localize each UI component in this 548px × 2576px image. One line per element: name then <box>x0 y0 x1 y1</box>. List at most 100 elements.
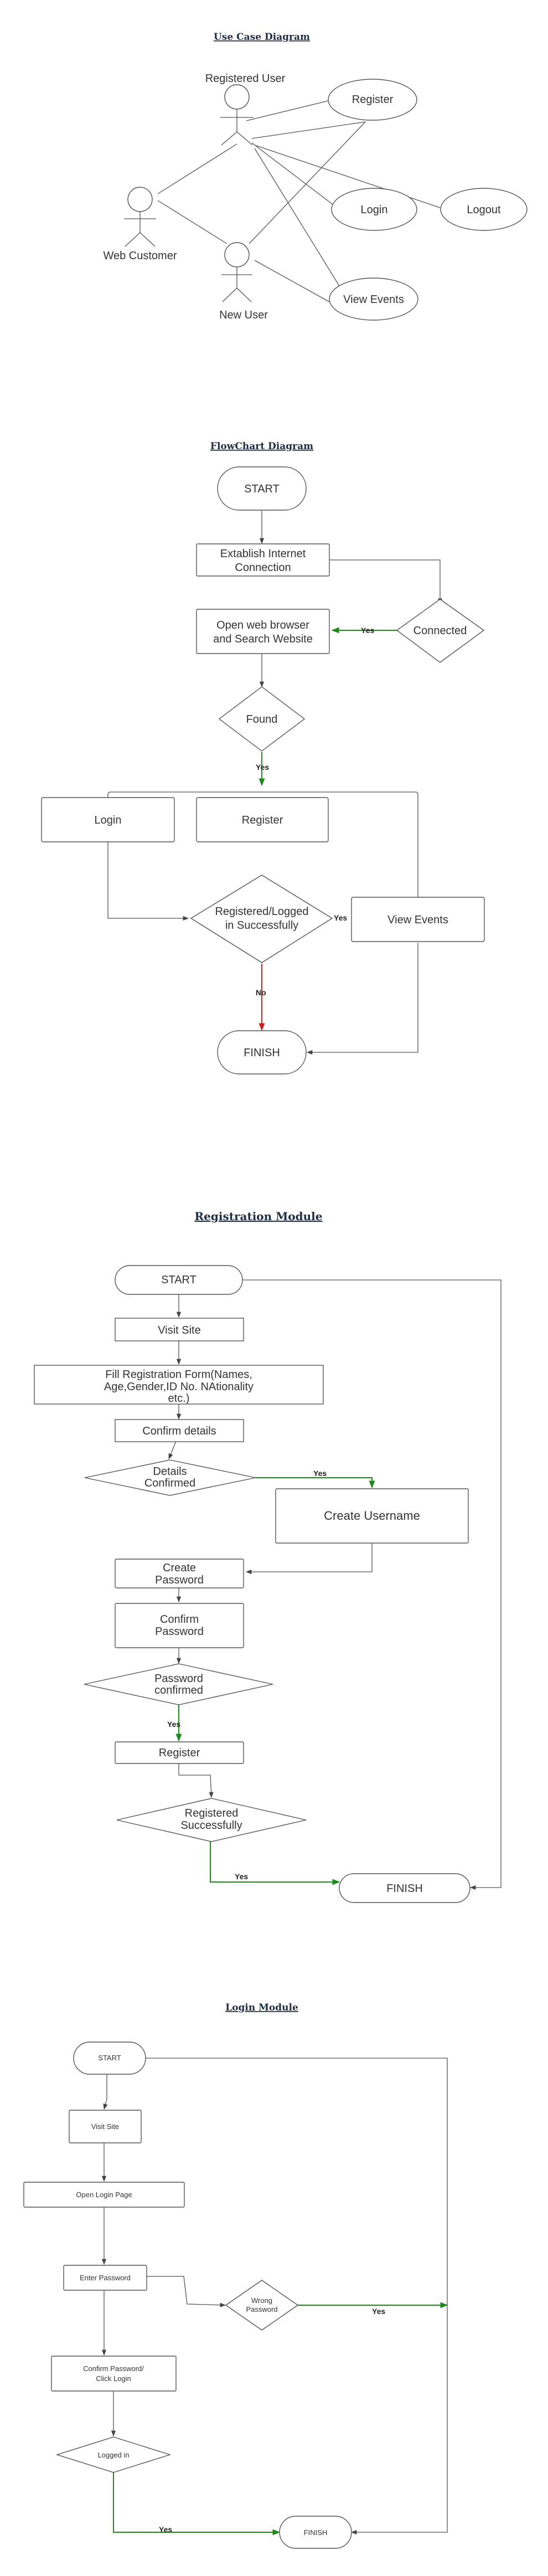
login-heading: Login Module <box>225 2002 298 2013</box>
login-edges: Yes Yes <box>101 2058 448 2536</box>
svg-text:Connected: Connected <box>413 625 467 637</box>
no-label: No <box>256 988 266 997</box>
actor-registered-user: Registered User <box>205 73 286 146</box>
flow-logged-in-decision: Registered/Logged in Successfully <box>190 875 333 963</box>
login-start: START <box>73 2042 146 2075</box>
reg-create-username: Create Username <box>275 1488 469 1544</box>
registration-heading: Registration Module <box>195 1210 323 1223</box>
reg-finish: FINISH <box>339 1873 471 1903</box>
reg-start: START <box>115 1265 243 1295</box>
flow-login: Login <box>41 797 175 842</box>
svg-text:Enter Password: Enter Password <box>80 2274 131 2282</box>
login-enter-password: Enter Password <box>63 2265 147 2291</box>
use-case-associations <box>157 100 441 302</box>
svg-text:Password: Password <box>155 1626 204 1638</box>
svg-text:Details: Details <box>153 1466 187 1478</box>
svg-text:START: START <box>161 1274 197 1286</box>
svg-text:Connection: Connection <box>235 562 291 574</box>
reg-fill-form: Fill Registration Form(Names, Age,Gender… <box>34 1365 324 1405</box>
flowchart-edges: Yes Yes Yes No <box>107 511 443 1055</box>
svg-text:Login: Login <box>95 814 122 826</box>
svg-text:Extablish Internet: Extablish Internet <box>220 548 306 560</box>
flow-establish-connection: Extablish Internet Connection <box>196 543 330 577</box>
login-open-login-page: Open Login Page <box>23 2182 185 2208</box>
yes-label: Yes <box>235 1872 248 1881</box>
login-visit-site: Visit Site <box>69 2110 142 2143</box>
svg-text:Confirm Password/: Confirm Password/ <box>83 2364 144 2373</box>
svg-text:Register: Register <box>242 814 283 826</box>
reg-create-password: Create Password <box>115 1559 244 1588</box>
yes-label: Yes <box>159 2525 172 2534</box>
svg-text:Logout: Logout <box>467 204 501 216</box>
use-case-register: Register <box>328 79 417 121</box>
flow-open-browser: Open web browser and Search Website <box>196 609 330 654</box>
svg-text:confirmed: confirmed <box>154 1684 203 1696</box>
login-logged-in-decision: Logged in <box>55 2436 172 2473</box>
svg-text:FINISH: FINISH <box>304 2528 328 2537</box>
yes-label: Yes <box>361 626 374 635</box>
yes-label: Yes <box>313 1469 327 1478</box>
svg-text:in Successfully: in Successfully <box>225 919 298 932</box>
svg-text:START: START <box>244 483 280 495</box>
svg-text:etc.): etc.) <box>168 1392 190 1405</box>
reg-registered-success-decision: Registered Successfully <box>116 1798 307 1842</box>
svg-text:Register: Register <box>159 1747 200 1759</box>
use-case-heading: Use Case Diagram <box>214 32 310 43</box>
svg-text:Open web browser: Open web browser <box>216 619 309 631</box>
flow-view-events: View Events <box>351 897 485 942</box>
actor-label: Web Customer <box>103 250 177 262</box>
svg-text:Found: Found <box>246 713 278 726</box>
yes-label: Yes <box>256 763 269 772</box>
login-section: Login Module Yes Yes START Visit Site Op… <box>23 2002 448 2549</box>
flow-start: START <box>217 466 307 511</box>
use-case-login: Login <box>331 188 417 231</box>
actor-web-customer: Web Customer <box>103 187 177 262</box>
svg-text:FINISH: FINISH <box>386 1883 423 1895</box>
svg-text:Register: Register <box>352 94 394 106</box>
use-case-view-events: View Events <box>329 277 418 321</box>
login-confirm-password: Confirm Password/ Click Login <box>51 2356 177 2392</box>
svg-text:Visit Site: Visit Site <box>158 1324 200 1336</box>
svg-text:Fill Registration Form(Names,: Fill Registration Form(Names, <box>105 1369 252 1381</box>
svg-text:Age,Gender,ID No. NAtionality: Age,Gender,ID No. NAtionality <box>104 1381 254 1393</box>
svg-text:Confirm details: Confirm details <box>142 1425 216 1437</box>
svg-text:Create Username: Create Username <box>324 1509 420 1523</box>
login-finish: FINISH <box>279 2516 352 2549</box>
svg-text:Login: Login <box>361 204 388 216</box>
flow-register: Register <box>196 797 329 842</box>
actor-label: Registered User <box>205 73 286 85</box>
login-wrong-password-decision: Wrong Password <box>225 2280 299 2331</box>
use-case-logout: Logout <box>440 188 528 231</box>
reg-confirm-details: Confirm details <box>115 1419 244 1442</box>
svg-text:Wrong: Wrong <box>251 2296 272 2305</box>
yes-label: Yes <box>334 913 347 922</box>
actor-label: New User <box>219 309 268 321</box>
flowchart-section: FlowChart Diagram Yes Yes Yes No START E… <box>41 441 485 1074</box>
svg-text:Registered/Logged: Registered/Logged <box>215 906 308 918</box>
svg-text:Confirm: Confirm <box>160 1613 199 1626</box>
registration-edges: Yes Yes Yes <box>167 1279 502 1890</box>
svg-text:Create: Create <box>163 1562 196 1574</box>
svg-text:Click Login: Click Login <box>96 2374 131 2383</box>
reg-password-confirmed-decision: Password confirmed <box>84 1663 273 1705</box>
svg-text:Password: Password <box>246 2305 277 2313</box>
registration-section: Registration Module Yes Yes Yes START Vi… <box>34 1210 502 1903</box>
reg-details-confirmed-decision: Details Confirmed <box>84 1459 256 1496</box>
yes-label: Yes <box>167 1720 180 1729</box>
svg-text:Logged in: Logged in <box>97 2451 129 2459</box>
svg-text:Successfully: Successfully <box>180 1819 242 1832</box>
yes-label: Yes <box>372 2307 385 2316</box>
use-case-section: Use Case Diagram Registered User <box>103 32 528 321</box>
svg-text:and Search Website: and Search Website <box>213 633 313 645</box>
svg-text:View Events: View Events <box>387 914 448 926</box>
svg-text:Visit Site: Visit Site <box>91 2122 119 2131</box>
flow-connected-decision: Connected <box>396 599 485 663</box>
reg-visit-site: Visit Site <box>115 1318 244 1341</box>
svg-text:View Events: View Events <box>343 294 404 306</box>
reg-register: Register <box>115 1741 244 1764</box>
svg-text:Open Login Page: Open Login Page <box>76 2191 132 2199</box>
svg-text:Confirmed: Confirmed <box>144 1477 195 1489</box>
svg-text:FINISH: FINISH <box>244 1047 280 1059</box>
svg-text:Registered: Registered <box>185 1807 239 1819</box>
